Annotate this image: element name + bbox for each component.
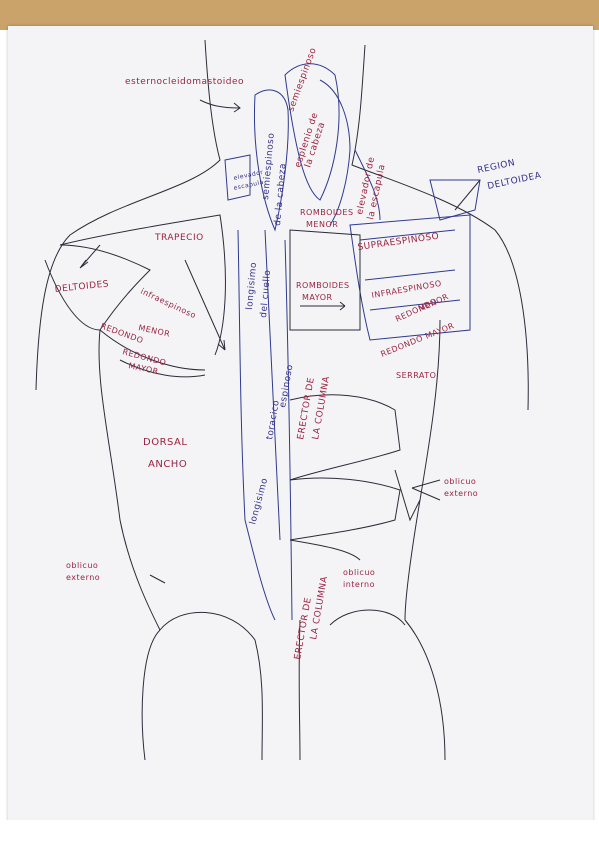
label-infraespinoso-right: INFRAESPINOSO	[371, 279, 443, 300]
label-redondo-menor-right-2: REDONDO	[394, 297, 439, 324]
label-oblicuo-left-1: oblicuo	[66, 561, 98, 570]
label-dorsal-2: ANCHO	[148, 459, 187, 470]
label-romboides-menor-1: ROMBOIDES	[300, 208, 354, 217]
label-romboides-menor-2: MENOR	[306, 220, 338, 229]
wooden-surface	[0, 0, 599, 30]
label-semiespinoso-cuello-2: de la cabeza	[273, 163, 288, 227]
back-central-muscles	[237, 229, 421, 621]
label-region-2: DELTOIDEA	[487, 171, 543, 192]
label-longisimo-toracico: longisimo	[248, 477, 270, 526]
label-romboides-mayor-1: ROMBOIDES	[296, 281, 350, 290]
label-esternocleidomastoideo: esternocleidomastoideo	[125, 77, 244, 87]
body-outline	[35, 39, 529, 761]
label-infraespinoso: infraespinoso	[139, 287, 197, 321]
label-serrato: SERRATO	[396, 371, 436, 380]
label-oblicuo-left-2: externo	[66, 573, 100, 582]
label-redondo-menor-left-1: REDONDO	[99, 321, 144, 345]
bottom-margin	[0, 820, 599, 848]
label-dorsal-1: DORSAL	[143, 437, 187, 448]
label-deltoides: DELTOIDES	[54, 279, 109, 295]
shoulder-muscles	[44, 179, 481, 378]
label-oblicuo-interno-2: interno	[343, 580, 375, 589]
label-redondo-mayor-right: REDONDO MAYOR	[379, 321, 455, 359]
label-oblicuo-right-1: oblicuo	[444, 477, 476, 486]
label-semiespinoso-cuello-1: semiespinoso	[261, 132, 277, 200]
neck-muscles	[224, 63, 381, 232]
label-toracico: toracico	[265, 399, 282, 440]
label-romboides-mayor-2: MAYOR	[302, 293, 333, 302]
label-semiespinoso-cabeza: semiespinoso	[286, 46, 318, 113]
labels: esternocleidomastoideo semiespinoso espl…	[54, 46, 542, 660]
label-longisimo-cuello-2: del cuello	[259, 269, 273, 318]
arrows	[79, 99, 481, 584]
label-oblicuo-right-2: externo	[444, 489, 478, 498]
label-longisimo-cuello-1: longisimo	[245, 262, 259, 311]
label-erector-lower-2: LA COLUMNA	[309, 575, 330, 641]
label-supraespinoso: SUPRAESPINOSO	[357, 232, 440, 253]
label-trapecio: TRAPECIO	[154, 233, 204, 243]
label-oblicuo-interno-1: oblicuo	[343, 568, 375, 577]
label-region-1: REGION	[477, 158, 517, 176]
